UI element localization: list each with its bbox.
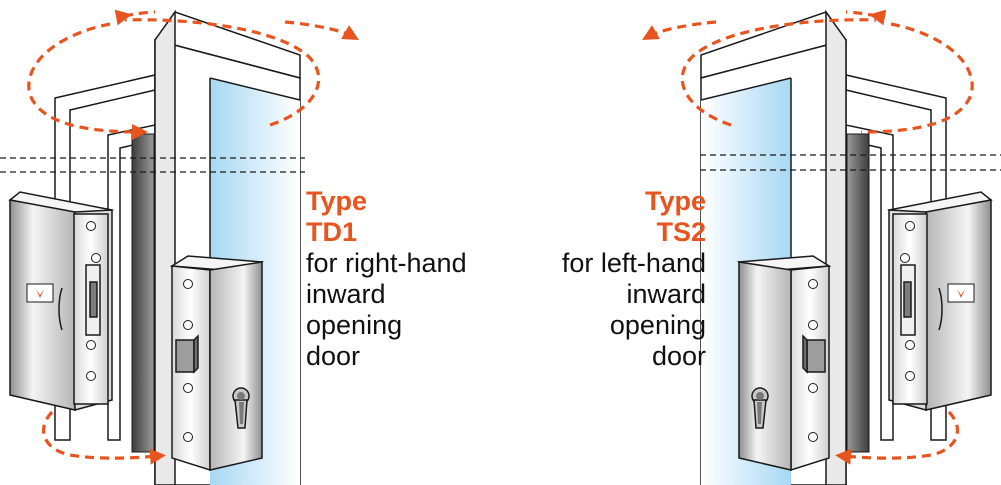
right-type-label: Type TS2 for left-hand inward opening do… [506, 186, 706, 372]
left-desc-line-3: opening [306, 310, 403, 340]
right-desc-line-3: opening [609, 310, 706, 340]
right-diagram [642, 9, 1001, 485]
left-desc-line-4: door [306, 341, 361, 371]
right-type-word: Type [644, 186, 706, 216]
logo-badge-icon [947, 283, 975, 303]
keyhole-icon [751, 387, 769, 429]
left-diagram [0, 9, 359, 485]
keyhole-icon [232, 387, 250, 429]
right-cut-lines [700, 154, 1001, 171]
left-frame-rebate [131, 133, 155, 453]
left-type-word: Type [306, 186, 368, 216]
logo-badge-icon [26, 283, 54, 303]
left-desc-line-1: for right-hand [306, 248, 467, 278]
right-lock-body [736, 255, 832, 472]
right-type-code: TS2 [656, 217, 706, 247]
rotation-arrow-icon [642, 9, 974, 465]
screw-icon [808, 279, 818, 442]
right-strike-box [887, 191, 993, 411]
left-desc-line-2: inward [306, 279, 386, 309]
right-desc-line-1: for left-hand [561, 248, 706, 278]
left-strike-box [8, 191, 114, 411]
rotation-arrow-icon [27, 9, 359, 465]
screw-icon [183, 279, 193, 442]
left-type-label: Type TD1 for right-hand inward opening d… [306, 186, 467, 372]
left-lock-body [169, 255, 265, 472]
screw-icon [900, 221, 915, 381]
left-cut-lines [0, 157, 305, 173]
left-type-code: TD1 [306, 217, 358, 247]
right-desc-line-4: door [651, 341, 706, 371]
right-frame-rebate [846, 133, 870, 453]
right-desc-line-2: inward [626, 279, 706, 309]
screw-icon [86, 221, 101, 381]
